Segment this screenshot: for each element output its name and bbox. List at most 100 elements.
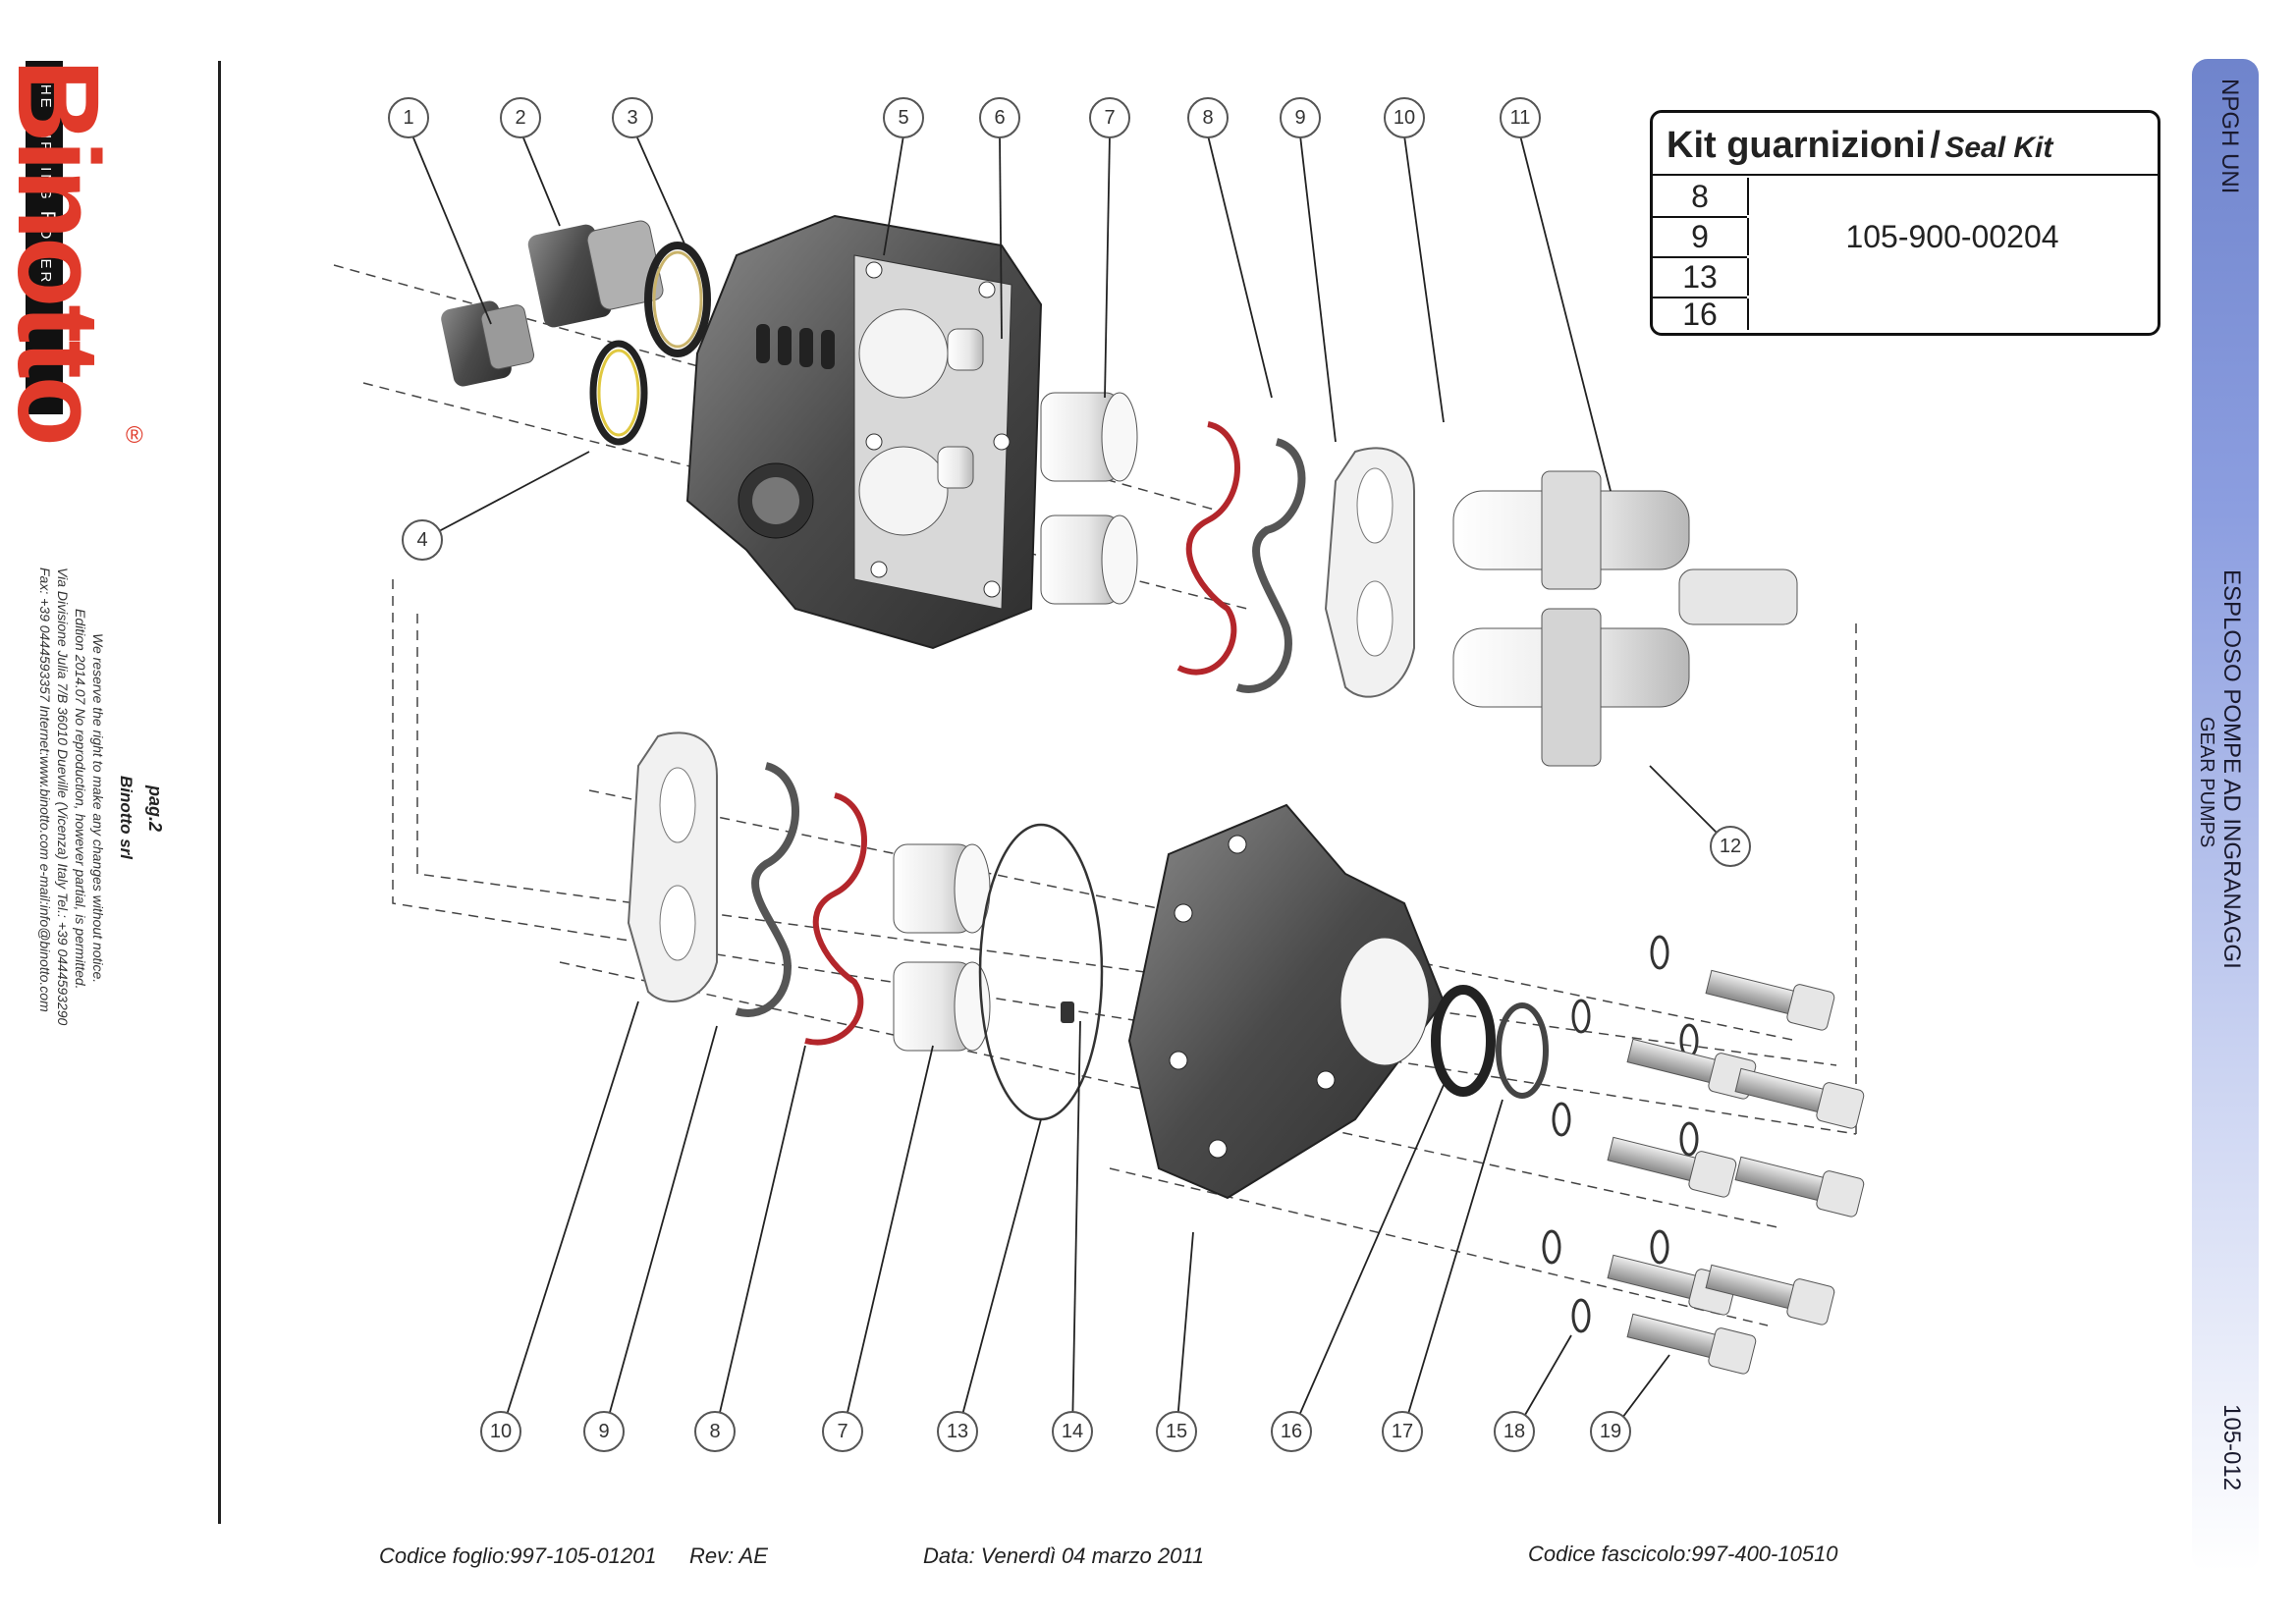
callout-1: 1 [388,97,429,138]
part-seal-8-lower [804,792,867,1046]
part-seal-8 [1176,421,1240,676]
part-circlip-17 [1496,1002,1549,1099]
seal-kit-code: 105-900-00204 [1845,219,2059,254]
part-driven-gear [1452,608,1690,767]
sheet-code: 105-012 [2218,1404,2245,1491]
product-name: NPGH UNI [2216,79,2243,194]
svg-text:1: 1 [403,107,413,129]
callout-bottom-8: 8 [694,1411,736,1452]
seal-kit-title-en: Seal Kit [1944,132,2053,164]
callout-bottom-14: 14 [1052,1411,1093,1452]
part-seal-ring-4 [589,340,648,446]
callout-10: 10 [1384,97,1425,138]
seal-kit-row-line [1653,256,1747,258]
seal-kit-table: Kit guarnizioni / Seal Kit 8 9 13 16 105… [1650,110,2160,336]
callout-bottom-13: 13 [937,1411,978,1452]
callout-7: 7 [1089,97,1130,138]
footer-bundle-code: Codice fascicolo:997-400-10510 [1528,1542,1838,1566]
svg-text:9: 9 [598,1421,609,1442]
svg-text:2: 2 [515,107,525,129]
callout-6: 6 [979,97,1020,138]
svg-text:17: 17 [1392,1421,1413,1442]
part-ring-9-lower [735,762,799,1017]
callout-bottom-18: 18 [1494,1411,1535,1452]
svg-text:18: 18 [1503,1421,1525,1442]
part-plug-small [441,300,535,387]
svg-text:8: 8 [1202,107,1213,129]
footer-revision: Rev: AE [689,1543,768,1568]
svg-text:10: 10 [1394,107,1415,129]
svg-text:6: 6 [994,107,1005,129]
footer-sheet-code: Codice foglio:997-105-01201 [379,1543,657,1568]
part-plug-large [527,220,664,328]
company-name: Binotto srl [117,776,136,859]
footer-date: Data: Venerdì 04 marzo 2011 [923,1543,1205,1568]
svg-text:16: 16 [1281,1421,1302,1442]
part-drive-gear [1452,470,1798,625]
part-thrust-plate-10 [1324,447,1415,698]
leader-lines [411,135,1729,1434]
exploded-view-drawing: 1 2 3 4 5 6 7 8 9 10 11 12 10 9 8 7 13 1… [333,97,1865,1452]
brand-logo: Binotto [0,59,123,444]
left-divider [218,61,221,1524]
part-pin-14 [1061,1001,1074,1023]
callout-3: 3 [612,97,653,138]
seal-kit-title-it: Kit guarnizioni [1667,125,1926,166]
seal-kit-divider [1653,174,2158,176]
svg-text:12: 12 [1720,836,1741,857]
svg-text:15: 15 [1166,1421,1187,1442]
svg-text:9: 9 [1294,107,1305,129]
svg-text:7: 7 [1104,107,1115,129]
seal-kit-heading: Kit guarnizioni / Seal Kit [1667,125,2052,167]
part-front-cover [1127,803,1446,1200]
sheet-subtitle: GEAR PUMPS [2196,717,2217,848]
callout-4: 4 [402,519,443,561]
callout-5: 5 [883,97,924,138]
part-dowel [947,328,984,371]
callout-bottom-10: 10 [480,1411,521,1452]
seal-kit-item: 16 [1653,298,1749,330]
legal-line-3: Via Divisione Julia 7/B 36010 Dueville (… [55,568,71,1026]
svg-text:11: 11 [1510,107,1531,129]
seal-kit-row-line [1653,216,1747,218]
part-o-ring-13 [978,823,1104,1121]
part-washers-18 [1542,935,1699,1333]
page-number: pag.2 [145,785,165,833]
callouts: 1 2 3 4 5 6 7 8 9 10 11 12 10 9 8 7 13 1… [388,97,1751,1452]
seal-kit-item: 8 [1653,178,1749,215]
callout-bottom-7: 7 [822,1411,863,1452]
seal-kit-slash: / [1930,125,1941,166]
svg-text:8: 8 [709,1421,720,1442]
svg-text:3: 3 [627,107,637,129]
svg-text:5: 5 [898,107,908,129]
part-ring-9 [1235,438,1306,693]
svg-text:19: 19 [1600,1421,1621,1442]
side-band [2192,59,2259,1571]
legal-line-4: Fax: +39 0444593357 Internet:www.binotto… [37,568,53,1012]
callout-bottom-15: 15 [1156,1411,1197,1452]
callout-8: 8 [1187,97,1229,138]
callout-bottom-9: 9 [583,1411,625,1452]
seal-kit-item: 13 [1653,258,1749,296]
svg-text:13: 13 [947,1421,968,1442]
legal-line-1: We reserve the right to make any changes… [90,633,106,984]
tagline-bar [26,61,63,414]
svg-text:7: 7 [837,1421,847,1442]
callout-12: 12 [1710,826,1751,867]
part-bolts-19 [1607,969,1865,1375]
callout-bottom-19: 19 [1590,1411,1631,1452]
callout-bottom-16: 16 [1271,1411,1312,1452]
callout-2: 2 [500,97,541,138]
part-pump-body [685,214,1043,650]
legal-line-2: Edition 2014.07 No reproduction, however… [73,609,88,990]
part-shaft-seal-16 [1431,985,1496,1097]
seal-kit-item: 9 [1653,218,1749,255]
callout-9: 9 [1280,97,1321,138]
callout-11: 11 [1500,97,1541,138]
registered-mark: ® [126,422,143,449]
sheet-title: ESPLOSO POMPE AD INGRANAGGI [2218,569,2245,969]
svg-text:4: 4 [416,529,427,551]
svg-text:14: 14 [1062,1421,1083,1442]
part-seal-ring-3 [644,242,711,357]
seal-kit-row-line [1653,297,1747,298]
